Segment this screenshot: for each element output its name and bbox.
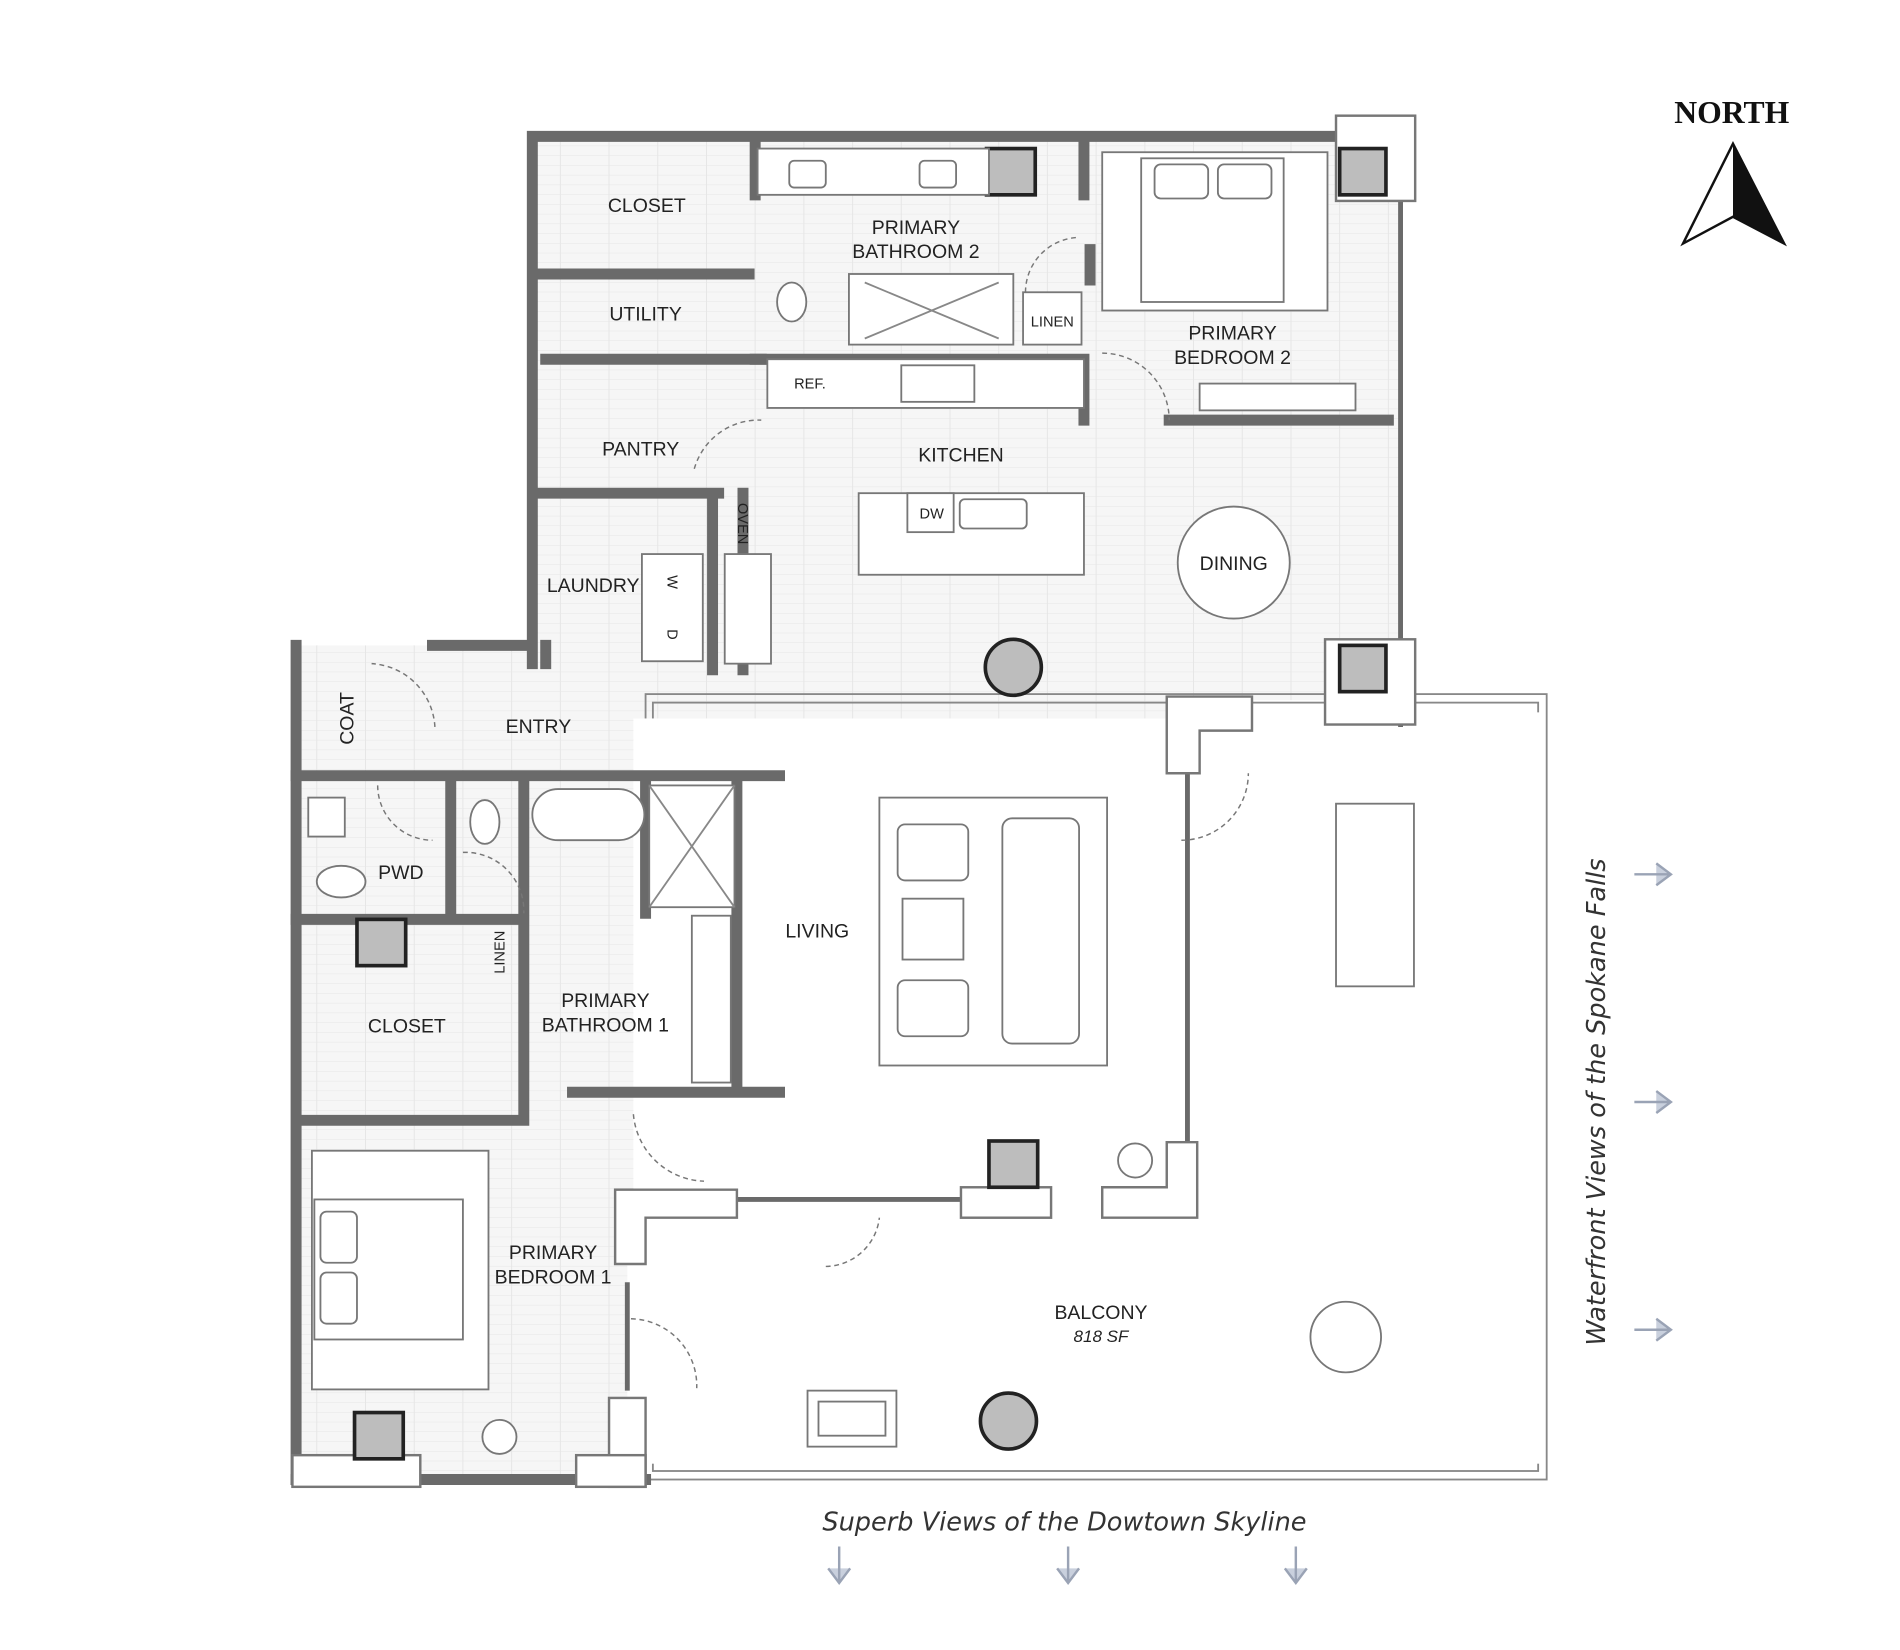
north-compass: NORTH [1674, 95, 1790, 247]
label-closet-south: CLOSET [368, 1016, 446, 1038]
label-balcony: BALCONY [1054, 1302, 1147, 1324]
label-primary-bathroom-1-line2: BATHROOM 1 [542, 1014, 669, 1036]
label-linen-north: LINEN [1031, 314, 1074, 330]
label-kitchen: KITCHEN [918, 445, 1003, 467]
arrow-south-icon [827, 1546, 852, 1586]
room-labels: CLOSET UTILITY PRIMARY BATHROOM 2 LINEN … [336, 195, 1291, 1346]
label-dryer: D [663, 629, 679, 640]
furniture [307, 147, 1415, 1455]
label-closet-north: CLOSET [608, 195, 686, 217]
north-label: NORTH [1674, 95, 1789, 130]
label-entry: ENTRY [506, 716, 572, 738]
label-balcony-area: 818 SF [1074, 1327, 1131, 1346]
label-dining: DINING [1200, 553, 1268, 575]
north-arrow-icon [1732, 143, 1785, 244]
label-ref: REF. [794, 376, 826, 392]
label-primary-bathroom-1-line1: PRIMARY [561, 990, 649, 1012]
label-linen-south: LINEN [492, 931, 508, 974]
south-view-caption: Superb Views of the Dowtown Skyline [822, 1508, 1306, 1538]
label-primary-bedroom-2-line2: BEDROOM 2 [1174, 347, 1291, 369]
label-oven: OVEN [734, 503, 750, 544]
arrow-east-icon [1634, 1090, 1673, 1114]
label-coat: COAT [336, 692, 358, 745]
arrow-east-icon [1634, 1317, 1673, 1342]
label-living: LIVING [785, 921, 849, 943]
arrow-south-icon [1283, 1546, 1308, 1586]
structural-columns [352, 146, 1388, 1461]
arrow-east-icon [1634, 862, 1673, 887]
label-primary-bedroom-2-line1: PRIMARY [1188, 323, 1276, 345]
label-primary-bedroom-1-line1: PRIMARY [509, 1242, 597, 1264]
view-annotations: Waterfront Views of the Spokane Falls Su… [822, 858, 1673, 1586]
label-laundry: LAUNDRY [547, 575, 640, 597]
east-view-caption: Waterfront Views of the Spokane Falls [1582, 858, 1612, 1345]
label-pantry: PANTRY [602, 438, 679, 460]
label-pwd: PWD [378, 862, 423, 884]
label-utility: UTILITY [609, 303, 681, 325]
arrow-south-icon [1056, 1546, 1081, 1586]
label-washer: W [663, 575, 679, 589]
label-primary-bedroom-1-line2: BEDROOM 1 [495, 1266, 612, 1288]
label-primary-bathroom-2-line1: PRIMARY [872, 217, 960, 239]
label-primary-bathroom-2-line2: BATHROOM 2 [852, 241, 979, 263]
label-dw: DW [920, 507, 945, 523]
